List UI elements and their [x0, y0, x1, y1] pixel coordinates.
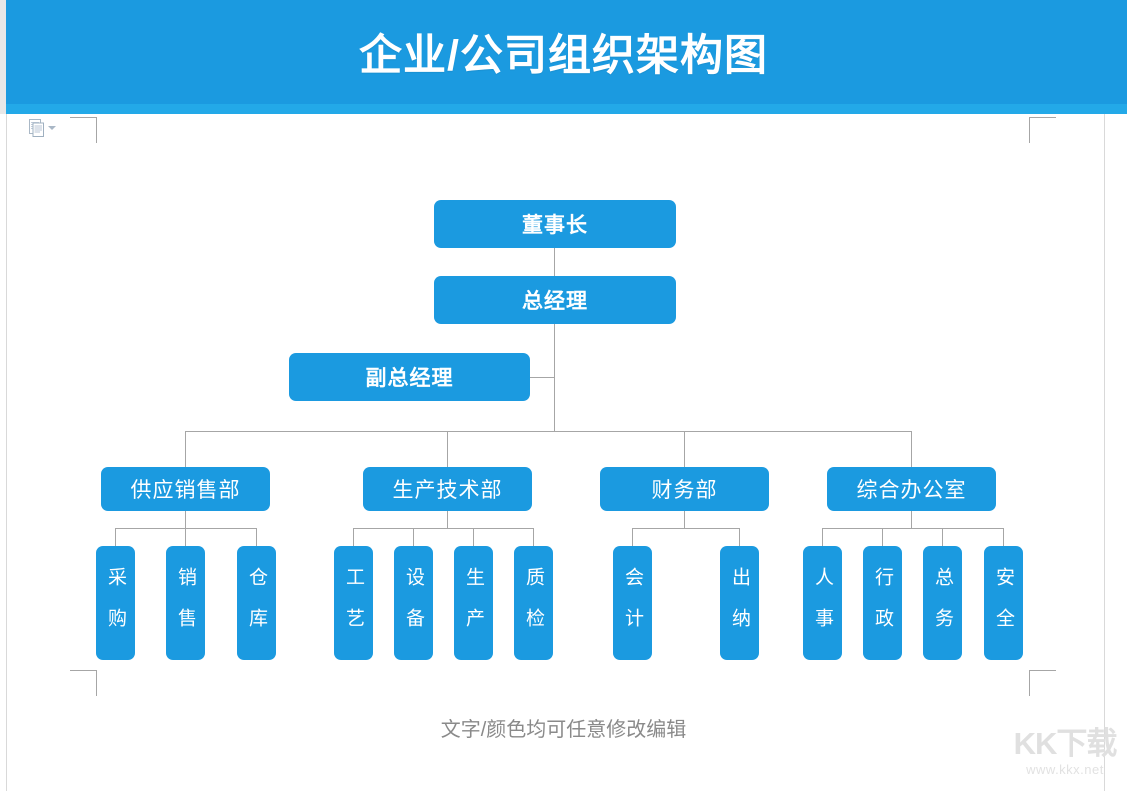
- node-leaf-affairs[interactable]: 总务: [923, 546, 962, 660]
- connector-dept4-bus: [822, 528, 1003, 529]
- margin-corner-bottom-right: [1029, 670, 1056, 697]
- connector-dept1-leaf-1: [115, 528, 116, 546]
- watermark-brand: KK下载: [1013, 726, 1118, 761]
- connector-drop-dept-3: [684, 431, 685, 467]
- connector-dept4-leaf-2: [882, 528, 883, 546]
- connector-dept2-leaf-2: [413, 528, 414, 546]
- page-title: 企业/公司组织架构图: [359, 32, 768, 80]
- node-deputy-general-manager[interactable]: 副总经理: [289, 353, 530, 401]
- title-banner-accent: [0, 104, 1127, 114]
- connector-dept3-leaf-1: [632, 528, 633, 546]
- node-leaf-cashier[interactable]: 出纳: [720, 546, 759, 660]
- connector-dept4-stem: [911, 511, 912, 529]
- node-leaf-admin[interactable]: 行政: [863, 546, 902, 660]
- connector-drop-dept-1: [185, 431, 186, 467]
- page-right-rule: [1104, 114, 1105, 791]
- title-banner: [0, 0, 1127, 104]
- node-leaf-warehouse[interactable]: 仓库: [237, 546, 276, 660]
- margin-corner-top-left: [70, 117, 97, 144]
- margin-corner-bottom-left: [70, 670, 97, 697]
- connector-dept1-leaf-2: [185, 528, 186, 546]
- node-leaf-process[interactable]: 工艺: [334, 546, 373, 660]
- node-leaf-sales[interactable]: 销售: [166, 546, 205, 660]
- chart-caption: 文字/颜色均可任意修改编辑: [440, 719, 687, 741]
- node-leaf-safety[interactable]: 安全: [984, 546, 1023, 660]
- connector-dept4-leaf-3: [942, 528, 943, 546]
- margin-corner-top-right: [1029, 117, 1056, 144]
- watermark-url: www.kkx.net: [1026, 762, 1104, 777]
- node-dept-general-office[interactable]: 综合办公室: [827, 467, 996, 511]
- watermark: KK下载 www.kkx.net: [1006, 726, 1124, 786]
- connector-dept1-stem: [185, 511, 186, 529]
- connector-dept3-stem: [684, 511, 685, 529]
- node-chairman[interactable]: 董事长: [434, 200, 676, 248]
- node-general-manager[interactable]: 总经理: [434, 276, 676, 324]
- connector-deputy-gm-trunk: [529, 377, 555, 378]
- connector-dept4-leaf-1: [822, 528, 823, 546]
- connector-dept3-bus: [632, 528, 739, 529]
- node-leaf-accounting[interactable]: 会计: [613, 546, 652, 660]
- node-dept-production-tech[interactable]: 生产技术部: [363, 467, 532, 511]
- paste-options-icon: [29, 119, 44, 137]
- connector-dept1-leaf-3: [256, 528, 257, 546]
- node-leaf-quality[interactable]: 质检: [514, 546, 553, 660]
- connector-dept2-bus: [353, 528, 534, 529]
- connector-drop-dept-2: [447, 431, 448, 467]
- node-leaf-hr[interactable]: 人事: [803, 546, 842, 660]
- connector-dept2-leaf-1: [353, 528, 354, 546]
- connector-dept3-leaf-2: [739, 528, 740, 546]
- connector-dept2-leaf-4: [533, 528, 534, 546]
- paste-options-button[interactable]: [29, 117, 69, 139]
- page-left-rule: [6, 114, 7, 791]
- connector-dept4-leaf-4: [1003, 528, 1004, 546]
- connector-drop-dept-4: [911, 431, 912, 467]
- connector-chairman-gm: [554, 247, 555, 277]
- node-dept-finance[interactable]: 财务部: [600, 467, 769, 511]
- node-leaf-equipment[interactable]: 设备: [394, 546, 433, 660]
- connector-dept2-leaf-3: [473, 528, 474, 546]
- connector-dept2-stem: [447, 511, 448, 529]
- node-dept-supply-sales[interactable]: 供应销售部: [101, 467, 270, 511]
- node-leaf-purchase[interactable]: 采购: [96, 546, 135, 660]
- chevron-down-icon: [48, 126, 56, 130]
- page-left-gutter: [0, 0, 6, 114]
- connector-department-bus: [185, 431, 912, 432]
- node-leaf-production[interactable]: 生产: [454, 546, 493, 660]
